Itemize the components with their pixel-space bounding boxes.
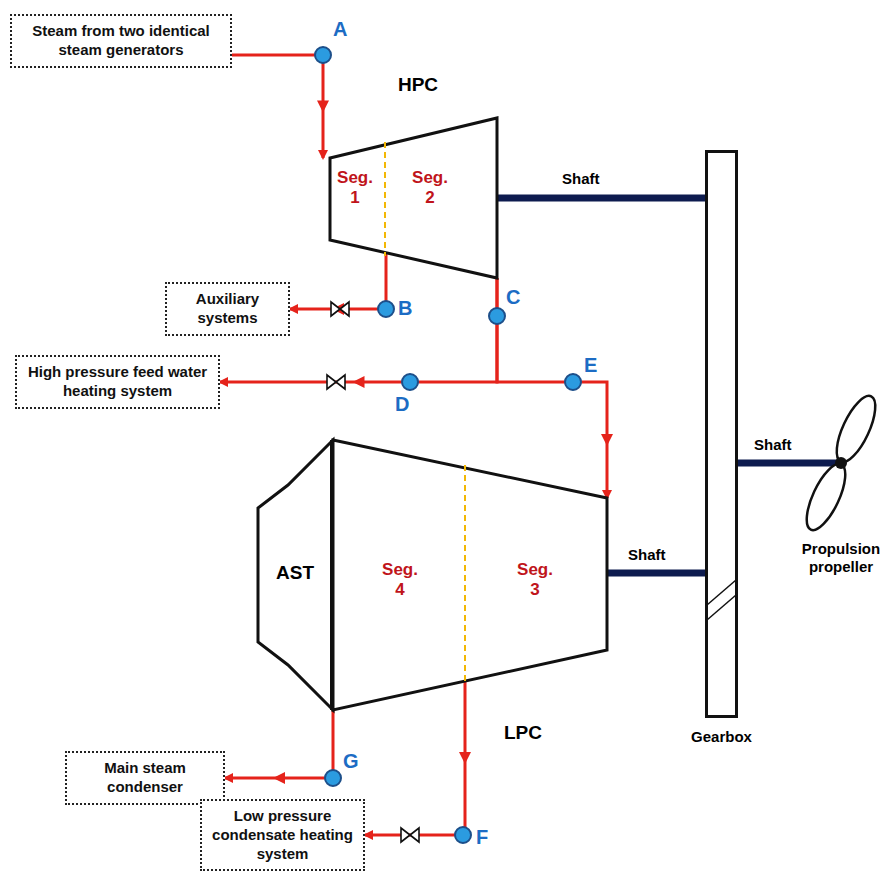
turbine-casing: AST <box>258 440 333 710</box>
node-text: Seg. 4 <box>376 560 424 601</box>
node-text: Auxiliary systems <box>176 290 279 328</box>
steam-line <box>365 681 465 835</box>
flow-arrowhead <box>459 752 471 764</box>
shaft-label: Shaft <box>752 436 794 453</box>
gearbox: Gearbox <box>705 150 738 718</box>
node-text: Gearbox <box>680 728 763 746</box>
propeller-outline <box>798 395 884 535</box>
shaft-line <box>607 570 705 577</box>
turbine-casing: HPCSeg. 1Seg. 2 <box>323 118 497 278</box>
shaft-label: Shaft <box>560 170 602 187</box>
shaft-label: Shaft <box>626 546 668 563</box>
turbine-casing-outline <box>333 440 607 710</box>
point-letter: B <box>398 297 412 320</box>
steam-line <box>225 710 333 778</box>
node-text: Main steam condenser <box>76 759 214 797</box>
point-letter: C <box>506 286 520 309</box>
node-text: High pressure feed water heating system <box>26 363 209 401</box>
steam-line <box>497 278 607 498</box>
flow-arrowhead <box>273 772 285 784</box>
sink-box: High pressure feed water heating system <box>15 355 220 409</box>
node-text: LPC <box>488 722 558 744</box>
node-text: Low pressure condensate heating system <box>211 807 354 863</box>
node-text: AST <box>266 562 324 584</box>
node-text: HPC <box>383 74 453 96</box>
steam-line <box>290 252 386 309</box>
shaft-line <box>738 460 841 467</box>
node-text: Steam from two identical steam generator… <box>21 22 221 60</box>
source-box: Steam from two identical steam generator… <box>10 14 232 68</box>
point-letter: A <box>333 18 347 41</box>
shaft-line <box>497 195 705 202</box>
node-text: Seg. 2 <box>408 168 452 209</box>
propeller: Propulsion propeller <box>798 395 884 535</box>
flow-arrowhead <box>601 434 613 446</box>
node-text: Propulsion propeller <box>798 540 884 576</box>
point-letter: D <box>395 393 409 416</box>
turbine-casing-outline <box>323 118 497 278</box>
flow-arrowhead <box>317 101 329 113</box>
point-letter: E <box>584 354 597 377</box>
gearbox-outline <box>705 150 738 718</box>
node-text: Seg. 3 <box>511 560 559 601</box>
sink-box: Main steam condenser <box>65 751 225 805</box>
turbine-casing: Seg. 4Seg. 3LPC <box>333 440 607 710</box>
flow-arrowhead <box>353 376 365 388</box>
point-letter: F <box>476 826 488 849</box>
sink-box: Low pressure condensate heating system <box>200 799 365 871</box>
sink-box: Auxiliary systems <box>165 282 290 336</box>
steam-line <box>232 55 323 158</box>
node-text: Seg. 1 <box>333 168 377 209</box>
point-letter: G <box>343 750 359 773</box>
